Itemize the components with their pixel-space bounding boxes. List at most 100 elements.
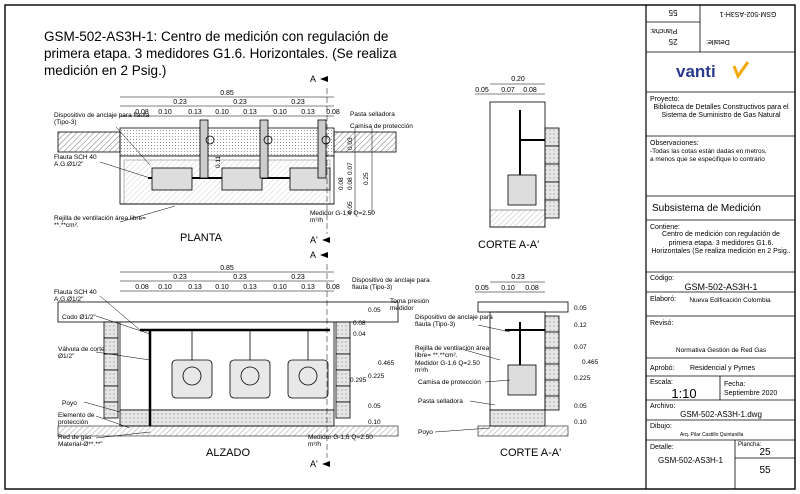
elev-dim-sub: 0.10 — [215, 284, 229, 291]
elev-dim-sub: 0.13 — [243, 284, 257, 291]
meter-plan-2 — [221, 119, 269, 191]
elev-dim-seg: 0.23 — [233, 274, 247, 281]
section-bottom-dim: 0.23 — [511, 274, 525, 281]
section-bottom-label-pasta: Pasta selladora — [418, 398, 463, 405]
aprobo-value: Residencial y Pymes — [690, 365, 755, 372]
observaciones-label: Observaciones: — [650, 140, 699, 147]
escala-label: Escala: — [650, 379, 673, 386]
elev-dim-seg: 0.23 — [291, 274, 305, 281]
dibujo-label: Dibujo: — [650, 423, 672, 430]
plan-dim-v: 0.11 — [215, 155, 222, 168]
detalle-value: GSM-502-AS3H-1 — [658, 456, 723, 465]
proyecto-label: Proyecto: — [650, 96, 680, 103]
escala-value: 1:10 — [671, 386, 697, 401]
plan-dimensions — [120, 96, 334, 117]
elev-dim-seg: 0.23 — [173, 274, 187, 281]
plancha-total: 55 — [759, 465, 771, 476]
elev-dim-total: 0.85 — [220, 265, 234, 272]
plan-dim-sub: 0.10 — [158, 109, 172, 116]
section-mark-a-prime: A' — [310, 235, 318, 245]
elev-dim-sub: 0.10 — [158, 284, 172, 291]
section-bottom-dim-v: 0.10 — [574, 419, 587, 426]
section-mark-a: A — [310, 250, 316, 260]
elevation-view — [57, 301, 399, 437]
section-bottom-dim-v: 0.07 — [574, 344, 587, 351]
section-bottom-dim: 0.05 — [475, 285, 489, 292]
plan-label-camisa: Camisa de protección — [350, 123, 413, 130]
plan-dim-v: 0.25 — [363, 172, 370, 185]
section-bottom-dim: 0.08 — [525, 285, 539, 292]
elev-label-elemento: Elemento de protección — [58, 412, 95, 426]
codigo-value: GSM-502-AS3H-1 — [684, 282, 758, 292]
section-bottom-view — [477, 301, 569, 437]
fecha-value: Septiembre 2020 — [724, 390, 778, 397]
elev-label-toma: Toma presión medidor — [390, 298, 430, 312]
sheet-border — [4, 4, 796, 490]
elevation-view-title: ALZADO — [206, 447, 250, 459]
meter-elevation-2 — [229, 330, 271, 399]
section-bottom-dim-v: 0.465 — [582, 359, 599, 366]
plan-dim-sub: 0.13 — [188, 109, 202, 116]
plan-dim-v: 0.05 — [347, 201, 354, 214]
plan-dim-sub: 0.08 — [326, 109, 340, 116]
vanti-logo: vanti — [676, 62, 716, 81]
aprobo-label: Aprobó: — [650, 365, 675, 372]
observaciones-value: -Todas las cotas están dadas en metros, … — [650, 148, 767, 163]
subsistema-value: Subsistema de Medición — [652, 203, 761, 214]
section-top-title: CORTE A-A' — [478, 239, 539, 251]
reviso-value: Normativa Gestión de Red Gas — [675, 347, 767, 354]
elev-dim-sub: 0.08 — [135, 284, 149, 291]
reviso-label: Revisó: — [650, 320, 674, 327]
elev-dim-v: 0.05 — [368, 307, 381, 314]
elaboro-label: Elaboró: — [650, 296, 677, 303]
elev-dim-sub: 0.10 — [273, 284, 287, 291]
contiene-label: Contiene: — [650, 224, 680, 231]
rotated-total: 55 — [668, 8, 678, 17]
plan-label-rejilla: Rejilla de ventilación área libre= **.**… — [54, 215, 146, 229]
section-top-dim: 0.20 — [511, 76, 525, 83]
rotated-plancha-label: Plancha: — [650, 27, 678, 34]
logo-check-icon — [732, 61, 750, 80]
proyecto-value: Biblioteca de Detalles Constructivos par… — [653, 104, 789, 119]
plan-dim-sub: 0.13 — [301, 109, 315, 116]
plan-label-flauta: Flauta SCH 40 A.G.Ø1/2" — [54, 154, 97, 168]
detalle-label: Detalle: — [650, 444, 674, 451]
elev-label-codo: Codo Ø1/2" — [62, 314, 96, 321]
dibujo-value: Arq. Pilar Castillo Quintanilla — [680, 432, 744, 438]
meter-plan-3 — [289, 119, 331, 191]
plan-dim-total: 0.85 — [220, 90, 234, 97]
section-bottom-label-medidor: Medidor G-1,6 Q=2.50 m³/h — [415, 360, 480, 374]
section-top-dim: 0.07 — [501, 87, 515, 94]
elev-label-valvula: Válvula de corte Ø1/2" — [58, 346, 105, 360]
section-bottom-dim-v: 0.225 — [574, 375, 591, 382]
plan-dim-sub: 0.10 — [215, 109, 229, 116]
elev-label-anclaje: Dispositivo de anclaje para flauta (Tipo… — [352, 277, 430, 291]
plan-dim-v: 0.08 — [338, 177, 345, 190]
meter-plan-1 — [151, 119, 209, 191]
plan-dim-sub: 0.08 — [135, 109, 149, 116]
section-bottom-dim-v: 0.12 — [574, 322, 587, 329]
elev-dim-v: 0.08 — [353, 320, 366, 327]
plan-dim-v: 0.07 — [347, 162, 354, 175]
elev-dim-v: 0.05 — [368, 403, 381, 410]
section-mark-a: A — [310, 74, 316, 84]
section-bottom-title: CORTE A-A' — [500, 447, 561, 459]
elev-dim-v: 0.465 — [378, 360, 395, 367]
section-bottom-dim-v: 0.05 — [574, 403, 587, 410]
archivo-label: Archivo: — [650, 403, 676, 410]
plancha-label: Plancha: — [738, 442, 762, 448]
plan-dim-sub: 0.13 — [243, 109, 257, 116]
plan-label-anclaje: Dispositivo de anclaje para flauta (Tipo… — [54, 112, 150, 126]
section-bottom-dim: 0.10 — [501, 285, 515, 292]
elev-label-medidor: Medidor G-1,6 Q=2.50 m³/h — [308, 434, 373, 448]
elaboro-value: Nueva Edificación Colombia — [689, 297, 771, 304]
meter-elevation-3 — [287, 330, 329, 399]
elev-label-poyo: Poyo — [62, 400, 77, 407]
plan-dim-v: 0.03 — [347, 137, 354, 150]
plan-view — [57, 119, 397, 214]
section-top-dim: 0.08 — [523, 87, 537, 94]
plan-dim-v: 0.08 — [347, 177, 354, 190]
sheet-title: GSM-502-AS3H-1: Centro de medición con r… — [44, 29, 397, 78]
